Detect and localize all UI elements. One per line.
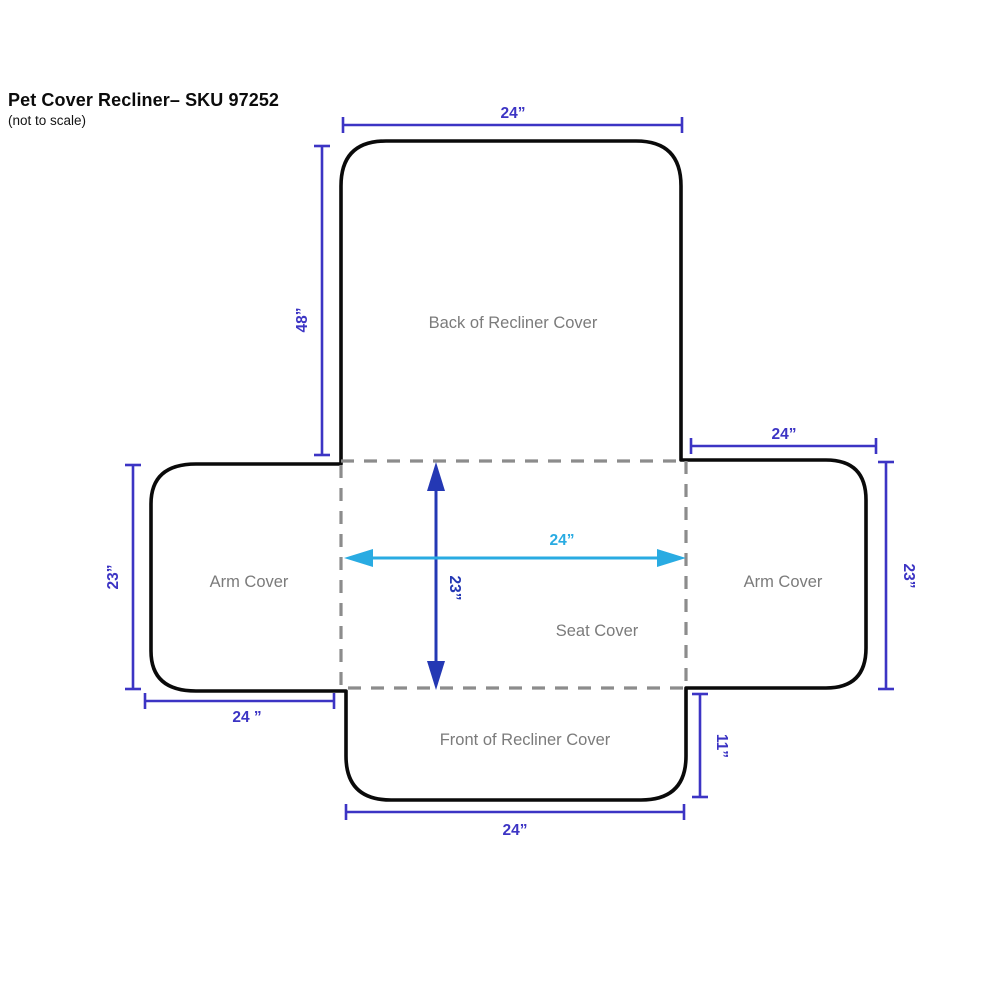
right-arm-section-label: Arm Cover (744, 573, 823, 591)
right-arm-height-label: 23” (900, 564, 917, 589)
front-width-label: 24” (503, 822, 528, 839)
right-arm-width-label: 24” (772, 426, 797, 443)
back-width-label: 24” (501, 105, 526, 122)
back-width-dimension: 24” (341, 105, 684, 133)
front-width-dimension: 24” (344, 804, 686, 839)
seat-height-arrowhead-up-icon (427, 462, 445, 491)
page-subtitle: (not to scale) (8, 112, 87, 128)
seat-height-label: 23” (446, 576, 463, 601)
front-height-label: 11” (713, 734, 730, 758)
front-height-dimension: 11” (692, 692, 730, 799)
seat-height-arrowhead-down-icon (427, 661, 445, 690)
back-height-label: 48” (294, 308, 311, 333)
page-title: Pet Cover Recliner– SKU 97252 (8, 90, 280, 110)
left-arm-section-label: Arm Cover (210, 573, 289, 591)
seat-width-arrowhead-right-icon (657, 549, 686, 567)
seat-height-arrow: 23” (427, 462, 463, 690)
seat-dashed-border (339, 459, 688, 690)
right-arm-height-dimension: 23” (878, 460, 917, 691)
back-section-label: Back of Recliner Cover (429, 314, 598, 332)
left-arm-height-dimension: 23” (105, 463, 141, 691)
left-arm-width-dimension: 24 ” (143, 693, 336, 726)
seat-section-label: Seat Cover (556, 622, 639, 640)
right-arm-width-dimension: 24” (689, 426, 878, 454)
left-arm-height-label: 23” (105, 565, 122, 590)
back-height-dimension: 48” (294, 144, 330, 457)
seat-width-label: 24” (550, 532, 575, 549)
seat-width-arrow: 24” (344, 532, 686, 567)
diagram-header: Pet Cover Recliner– SKU 97252 (not to sc… (8, 90, 280, 128)
left-arm-width-label: 24 ” (232, 709, 261, 726)
front-section-label: Front of Recliner Cover (440, 731, 611, 749)
seat-width-arrowhead-left-icon (344, 549, 373, 567)
cover-outline (149, 139, 868, 802)
